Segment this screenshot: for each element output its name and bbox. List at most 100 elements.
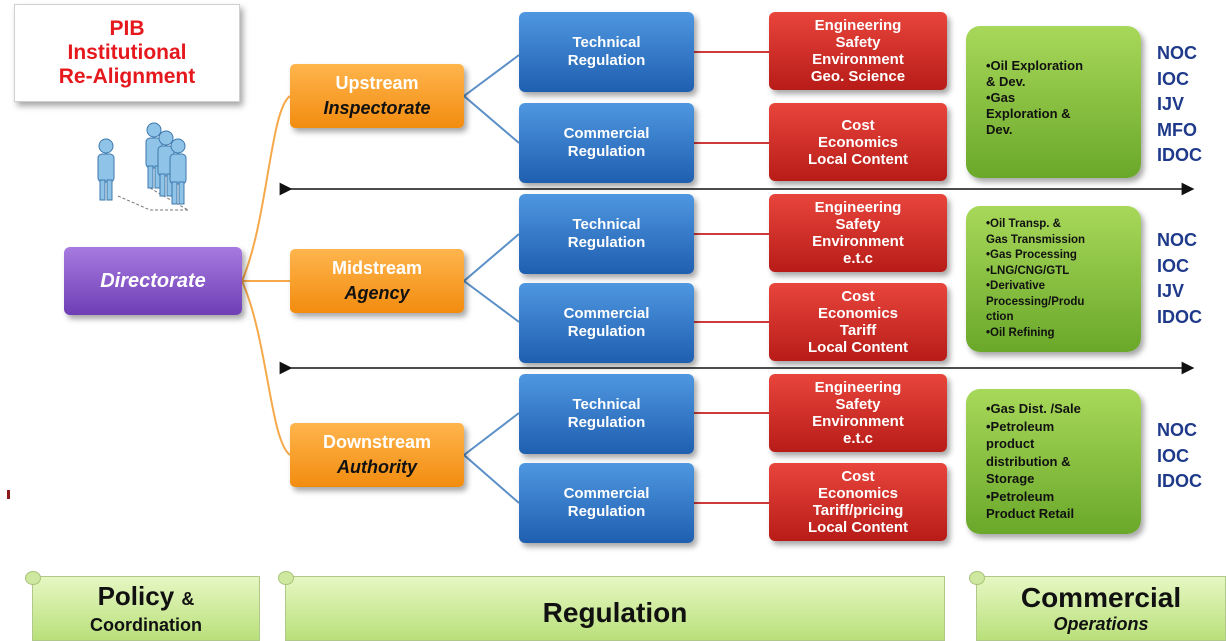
midstream-technical-regulation: Technical Regulation [519, 194, 694, 274]
downstream-operations: •Gas Dist. /Sale •Petroleum product dist… [966, 389, 1141, 534]
scope-line: Engineering [814, 17, 902, 34]
operations-line: Exploration & [986, 106, 1071, 121]
operations-line: •Gas Dist. /Sale [986, 401, 1081, 417]
scope-line: Cost [841, 116, 875, 134]
reg-line-2: Regulation [567, 323, 646, 340]
operations-line: •Gas [986, 90, 1016, 105]
reg-line-2: Regulation [567, 52, 646, 69]
connector-downstream-technical [463, 412, 520, 456]
connector-downstream-commercial [463, 454, 520, 504]
upstream-operations: •Oil Exploration & Dev. •Gas Exploration… [966, 26, 1141, 178]
upstream-box: Upstream Inspectorate [290, 64, 464, 128]
reg-line-1: Commercial [563, 125, 650, 142]
midstream-commercial-regulation: Commercial Regulation [519, 283, 694, 363]
scope-line: Local Content [808, 150, 908, 168]
operations-line: Storage [986, 471, 1035, 487]
title-line-3: Re-Alignment [58, 65, 196, 88]
scope-line: Local Content [808, 339, 908, 356]
reg-line-2: Regulation [567, 503, 646, 520]
operations-line: product [986, 436, 1035, 452]
scope-line: e.t.c [842, 250, 873, 267]
people-group-icon [97, 122, 189, 211]
scope-line: Environment [812, 233, 904, 250]
stream-body: Authority [337, 457, 417, 477]
entity-label: NOC [1157, 43, 1197, 63]
regulation-title: Regulation [542, 596, 688, 628]
upstream-technical-regulation: Technical Regulation [519, 12, 694, 92]
scope-line: Local Content [808, 519, 908, 536]
operations-line: •Gas Processing [986, 249, 1077, 261]
midstream-commercial-scope: Cost Economics Tariff Local Content [769, 283, 947, 361]
scope-line: Tariff/pricing [812, 502, 904, 519]
operations-line: •Oil Transp. & [986, 218, 1061, 230]
small-marker [7, 490, 10, 499]
reg-line-2: Regulation [567, 414, 646, 431]
operations-line: •LNG/CNG/GTL [986, 264, 1070, 277]
operations-line: Dev. [986, 122, 1013, 137]
stream-name: Upstream [335, 73, 419, 93]
title-box: PIB Institutional Re-Alignment [14, 4, 240, 102]
scope-line: Tariff [839, 322, 877, 339]
midstream-technical-scope: Engineering Safety Environment e.t.c [769, 194, 947, 272]
entity-label: NOC [1157, 230, 1197, 250]
scope-line: Economics [817, 133, 899, 151]
directorate-box: Directorate [64, 247, 242, 315]
title-line-2: Institutional [67, 41, 187, 64]
downstream-technical-regulation: Technical Regulation [519, 374, 694, 454]
entity-label: NOC [1157, 420, 1197, 440]
entity-label: IOC [1157, 445, 1190, 466]
stream-name: Downstream [322, 432, 432, 452]
reg-line-2: Regulation [567, 143, 646, 160]
scope-line: e.t.c [842, 430, 873, 447]
operations-line: •Petroleum [986, 488, 1055, 504]
upstream-technical-scope: Engineering Safety Environment Geo. Scie… [769, 12, 947, 90]
reg-line-2: Regulation [567, 234, 646, 251]
entity-label: IJV [1157, 94, 1185, 114]
policy-coordination-banner: Policy & Coordination [25, 571, 260, 641]
scope-line: Economics [817, 305, 899, 322]
operations-line: Product Retail [986, 506, 1075, 522]
upstream-commercial-scope: Cost Economics Local Content [769, 103, 947, 181]
entity-label: MFO [1157, 119, 1197, 140]
downstream-entities: NOC IOC IDOC [1157, 418, 1202, 495]
title-line-1: PIB [109, 17, 145, 40]
entity-label: IOC [1157, 68, 1190, 89]
reg-line-1: Technical [572, 216, 641, 233]
scope-line: Cost [841, 288, 875, 305]
downstream-technical-scope: Engineering Safety Environment e.t.c [769, 374, 947, 452]
policy-title: Policy & [98, 581, 195, 614]
policy-word: Policy [97, 581, 175, 611]
connector-directorate-upstream [241, 95, 291, 282]
operations-line: •Oil Exploration [986, 58, 1084, 73]
scope-line: Safety [835, 216, 881, 233]
commercial-subtitle: Operations [1053, 613, 1149, 634]
stream-body: Inspectorate [323, 98, 431, 118]
operations-line: ction [986, 311, 1014, 323]
operations-line: distribution & [986, 453, 1071, 469]
reg-line-1: Technical [572, 34, 641, 51]
downstream-box: Downstream Authority [290, 423, 464, 487]
operations-line: •Derivative [986, 280, 1046, 292]
commercial-operations-banner: Commercial Operations [969, 571, 1226, 641]
connector-midstream-technical [463, 233, 520, 282]
midstream-entities: NOC IOC IJV IDOC [1157, 228, 1202, 330]
operations-line: & Dev. [986, 74, 1026, 89]
scope-line: Environment [812, 413, 904, 430]
entity-label: IDOC [1157, 145, 1202, 165]
scope-line: Engineering [814, 199, 902, 216]
operations-line: •Oil Refining [986, 326, 1055, 339]
entity-label: IJV [1157, 281, 1185, 301]
upstream-commercial-regulation: Commercial Regulation [519, 103, 694, 183]
scope-line: Environment [812, 51, 904, 68]
connector-directorate-downstream [241, 280, 291, 456]
entity-label: IDOC [1157, 471, 1202, 491]
entity-label: IDOC [1157, 306, 1202, 327]
operations-line: •Petroleum [986, 418, 1055, 434]
reg-line-1: Commercial [563, 305, 650, 322]
policy-amp: & [181, 589, 195, 609]
connector-upstream-technical [463, 54, 520, 97]
scope-line: Engineering [814, 379, 902, 396]
operations-line: Gas Transmission [986, 233, 1086, 246]
entity-label: IOC [1157, 255, 1190, 276]
